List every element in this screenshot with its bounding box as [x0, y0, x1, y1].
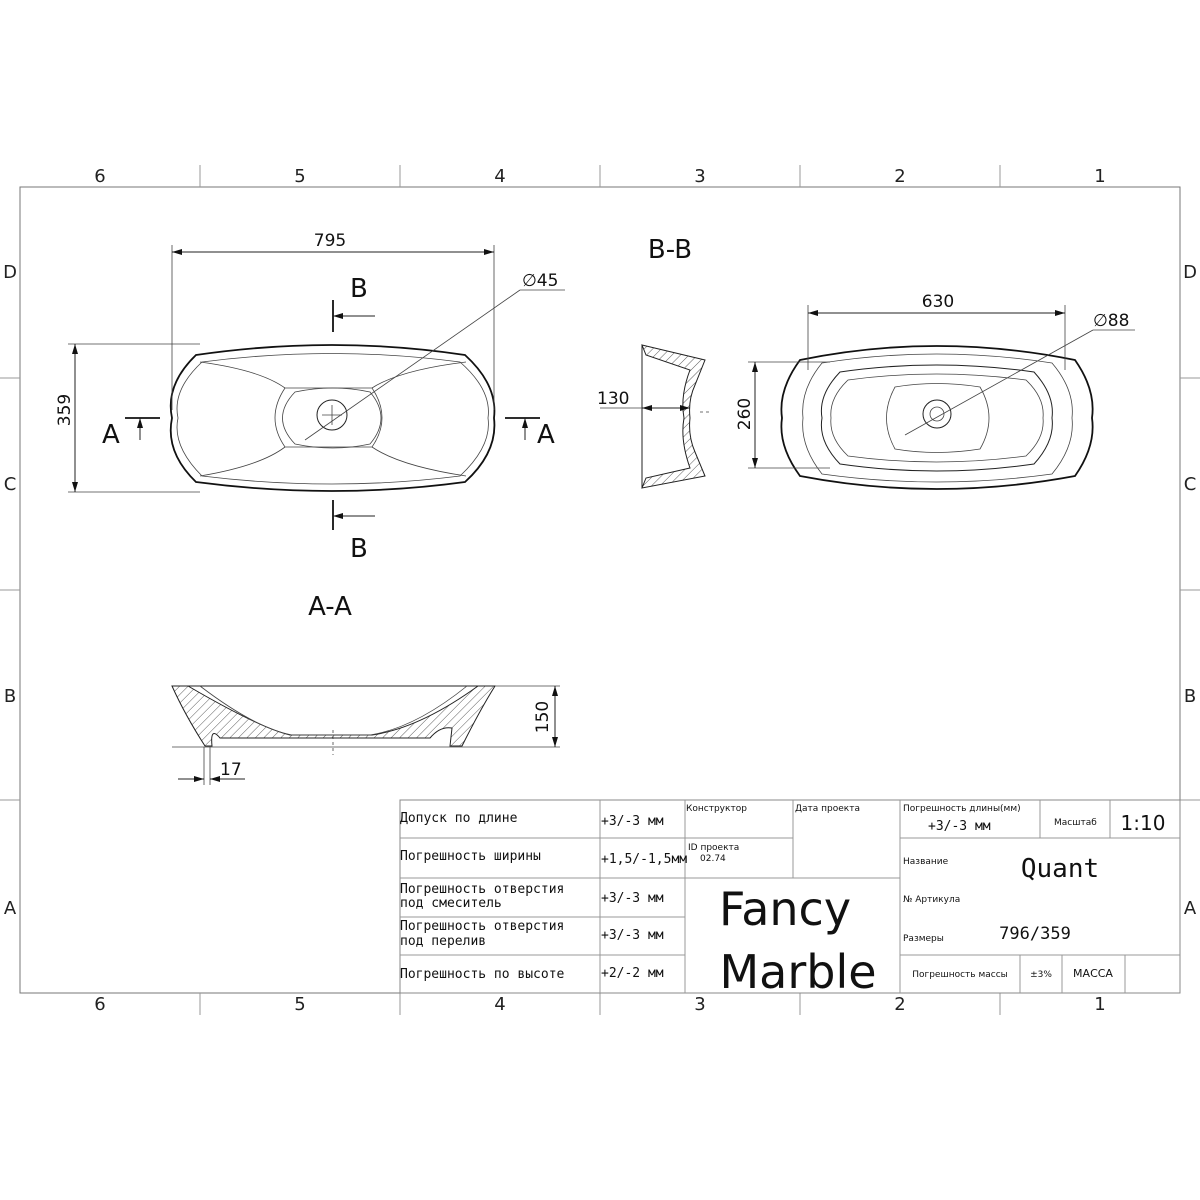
dim-drain-45: ∅45 [522, 271, 558, 291]
tolerance-label-mixer-2: под смеситель [400, 896, 502, 911]
dim-depth-130: 130 [597, 389, 629, 409]
dim-height-150: 150 [533, 701, 553, 733]
company-logo-line1: Fancy [719, 882, 851, 936]
dim-length-795: 795 [314, 231, 346, 251]
section-bb-view: B-B 130 [597, 235, 712, 489]
dim-drain-88: ∅88 [1093, 311, 1129, 331]
row-labels: D C B A D C B A [3, 262, 1197, 919]
tolerance-value-overflow: +3/-3 мм [601, 928, 664, 943]
tolerance-label-length: Допуск по длине [400, 811, 518, 826]
company-logo-line2: Marble [719, 945, 876, 999]
scale-label: Масштаб [1054, 818, 1097, 828]
row-label: B [1184, 686, 1196, 707]
tolerance-value-width: +1,5/-1,5мм [601, 852, 687, 867]
dim-width-359: 359 [55, 394, 75, 426]
article-label: № Артикула [903, 895, 960, 905]
top-view: 795 359 ∅45 A A B B [55, 231, 565, 564]
column-label: 2 [894, 994, 905, 1015]
name-label: Название [903, 857, 949, 867]
section-b-top: B [350, 274, 368, 304]
column-label: 6 [94, 166, 105, 187]
title-block: Допуск по длине +3/-3 мм Погрешность шир… [399, 799, 1181, 999]
column-label: 5 [294, 994, 305, 1015]
tolerance-value-mixer: +3/-3 мм [601, 891, 664, 906]
column-label: 5 [294, 166, 305, 187]
length-tolerance: +3/-3 мм [928, 819, 991, 834]
section-a-left: A [102, 420, 120, 450]
dim-width-260: 260 [735, 398, 755, 430]
row-label: B [4, 686, 16, 707]
column-label: 6 [94, 994, 105, 1015]
size-value: 796/359 [999, 924, 1071, 944]
mass-tolerance: ±3% [1030, 970, 1052, 980]
inner-view: 630 260 ∅88 [735, 292, 1135, 490]
column-label: 2 [894, 166, 905, 187]
row-label: D [3, 262, 17, 283]
row-label: C [1184, 474, 1197, 495]
tolerance-label-overflow-2: под перелив [400, 934, 486, 949]
mass-tolerance-label: Погрешность массы [912, 970, 1008, 980]
scale-value: 1:10 [1121, 811, 1166, 835]
tolerance-label-mixer: Погрешность отверстия [400, 882, 564, 897]
tolerance-label-width: Погрешность ширины [400, 849, 541, 864]
row-label: A [1184, 898, 1197, 919]
tolerance-value-height: +2/-2 мм [601, 966, 664, 981]
size-label: Размеры [903, 934, 944, 944]
column-label: 3 [694, 166, 705, 187]
column-label: 1 [1094, 166, 1105, 187]
project-id: 02.74 [700, 854, 726, 864]
column-labels-bottom: 6 5 4 3 2 1 [94, 994, 1105, 1015]
column-label: 4 [494, 994, 505, 1015]
date-label: Дата проекта [795, 804, 860, 814]
designer-label: Конструктор [686, 804, 747, 814]
column-label: 3 [694, 994, 705, 1015]
tolerance-label-overflow: Погрешность отверстия [400, 919, 564, 934]
section-aa-view: A-A 150 17 [171, 592, 560, 785]
row-label: A [4, 898, 17, 919]
drain-hole [316, 399, 348, 431]
column-label: 1 [1094, 994, 1105, 1015]
mass-label: МАССА [1073, 967, 1113, 980]
dim-wall-17: 17 [220, 760, 242, 780]
section-b-bottom: B [350, 534, 368, 564]
tolerance-value-length: +3/-3 мм [601, 814, 664, 829]
column-label: 4 [494, 166, 505, 187]
section-bb-title: B-B [648, 235, 692, 265]
dim-length-630: 630 [922, 292, 954, 312]
section-a-right: A [537, 420, 555, 450]
column-labels-top: 6 5 4 3 2 1 [94, 166, 1105, 187]
section-aa-title: A-A [308, 592, 352, 622]
length-tolerance-label: Погрешность длины(мм) [903, 804, 1021, 814]
row-label: C [4, 474, 17, 495]
tolerance-label-height: Погрешность по высоте [400, 967, 565, 982]
product-name: Quant [1021, 854, 1099, 884]
row-label: D [1183, 262, 1197, 283]
project-id-label: ID проекта [688, 843, 739, 853]
